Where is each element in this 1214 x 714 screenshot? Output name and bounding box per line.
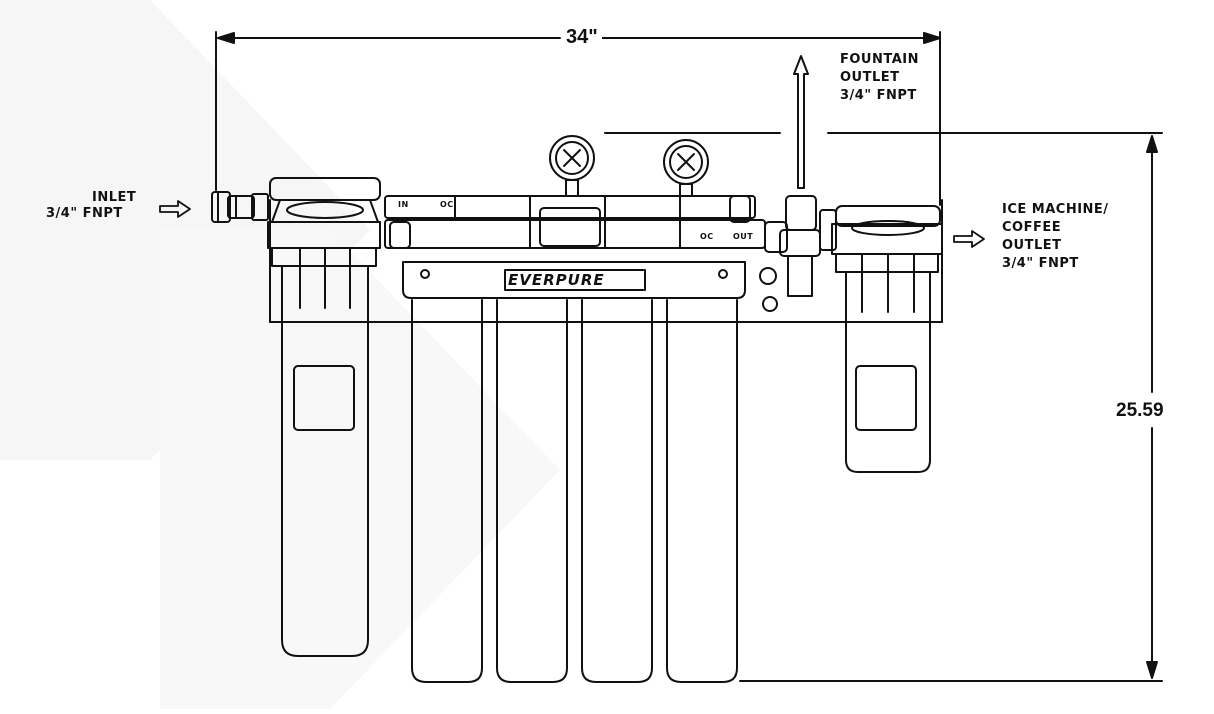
width-dimension-line <box>215 31 941 206</box>
brand-plate <box>402 261 746 299</box>
height-dimension-label: 25.59 <box>1116 398 1164 424</box>
inlet-flow-arrow <box>159 200 191 218</box>
ice-outlet-line3: OUTLET <box>1002 238 1062 253</box>
manifold-mark-in: IN <box>398 200 409 209</box>
ice-outlet-line1: ICE MACHINE/ <box>1002 202 1109 217</box>
manifold-mark-out: OUT <box>733 232 754 241</box>
inlet-label-line1: INLET <box>92 190 137 205</box>
ice-outlet-line2: COFFEE <box>1002 220 1062 235</box>
ice-outlet-flow-arrow <box>953 230 985 248</box>
manifold-mark-oc-1: OC <box>440 200 454 209</box>
fountain-outlet-line3: 3/4" FNPT <box>840 88 917 103</box>
right-filter <box>831 205 943 473</box>
height-dimension-line <box>604 132 1163 682</box>
fountain-outlet-line2: OUTLET <box>840 70 900 85</box>
brand-logo: EVERPURE <box>508 271 605 289</box>
mounting-bracket <box>269 199 943 323</box>
manifold-assembly <box>384 135 788 253</box>
manifold-mark-oc-2: OC <box>700 232 714 241</box>
bypass-valve <box>759 195 837 312</box>
main-cartridges <box>411 299 738 683</box>
fountain-outlet-arrow <box>793 55 809 189</box>
left-prefilter <box>211 177 381 657</box>
width-dimension-label: 34" <box>562 26 602 49</box>
ice-outlet-line4: 3/4" FNPT <box>1002 256 1079 271</box>
inlet-label-line2: 3/4" FNPT <box>46 206 123 221</box>
background-watermark <box>0 0 560 709</box>
fountain-outlet-line1: FOUNTAIN <box>840 52 920 67</box>
